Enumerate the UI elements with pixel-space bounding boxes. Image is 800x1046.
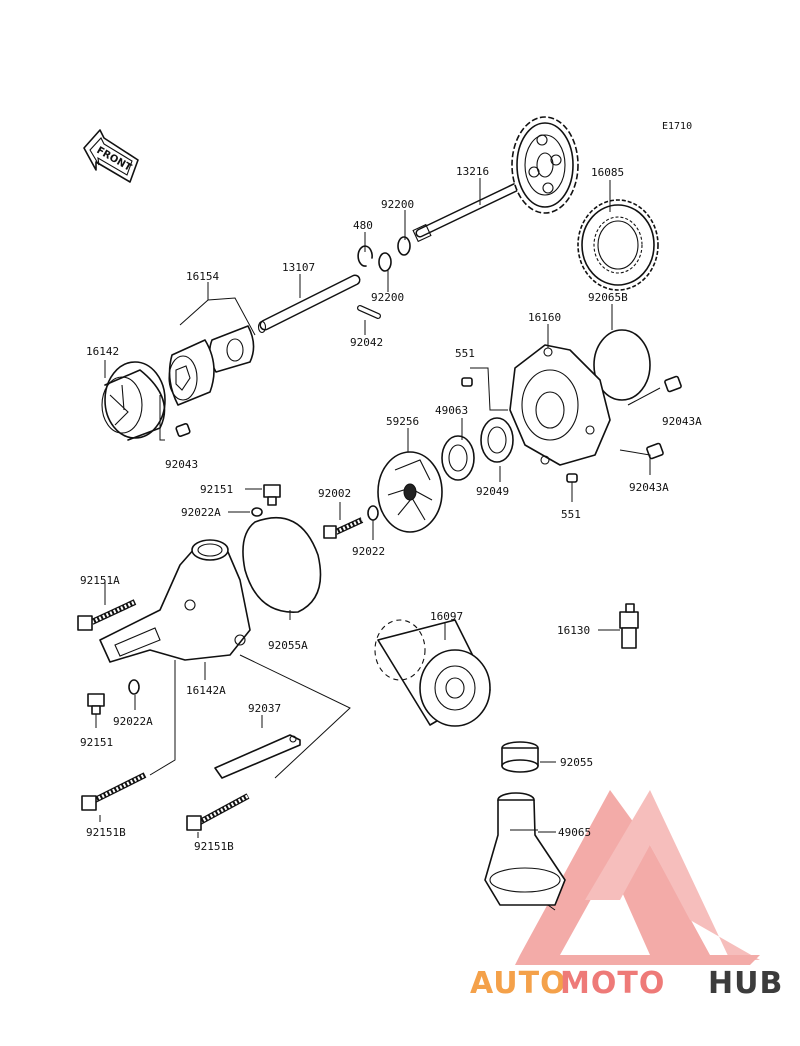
part-label: 92151B xyxy=(194,840,234,853)
part-label: 92055 xyxy=(560,756,593,769)
part-label: 16130 xyxy=(557,624,590,637)
part-label: 92043A xyxy=(629,481,669,494)
brand-hub: HUB xyxy=(708,966,783,1001)
dowel-92043 xyxy=(175,423,191,437)
pump-cover-16160 xyxy=(509,344,611,466)
part-label: 92043A xyxy=(662,415,702,428)
inner-rotor-16154 xyxy=(208,325,255,373)
part-label: 551 xyxy=(455,347,475,360)
bolt-92151a xyxy=(77,599,137,631)
sprocket-gear xyxy=(511,116,579,214)
part-label: 13216 xyxy=(456,165,489,178)
part-label: 92151 xyxy=(200,483,233,496)
part-label: 92151B xyxy=(86,826,126,839)
part-label: 13107 xyxy=(282,261,315,274)
watermark-logo xyxy=(515,790,760,965)
o-ring-92055a xyxy=(242,517,322,613)
fitting-92055 xyxy=(501,741,539,773)
part-label: 92037 xyxy=(248,702,281,715)
part-label: 92042 xyxy=(350,336,383,349)
part-label: 92022A xyxy=(181,506,221,519)
part-label: 480 xyxy=(353,219,373,232)
part-label: 92055A xyxy=(268,639,308,652)
part-label: 551 xyxy=(561,508,581,521)
dowel-92043a-upper xyxy=(664,375,682,393)
oil-pressure-switch-16130 xyxy=(619,603,639,649)
part-label: 92200 xyxy=(381,198,414,211)
bracket-92037 xyxy=(214,734,301,779)
part-label: 92049 xyxy=(476,485,509,498)
part-label: 49065 xyxy=(558,826,591,839)
part-labels: 13216 16085 92200 480 92200 13107 16154 … xyxy=(80,165,702,853)
oil-strainer-49065 xyxy=(484,792,566,906)
bolt-92002 xyxy=(323,517,364,539)
dowel-92043a-lower xyxy=(646,442,664,460)
seal-49063 xyxy=(441,435,475,481)
bolt-92151-lower xyxy=(87,693,105,715)
washer-92022a-lower xyxy=(128,679,140,695)
part-label: 92151 xyxy=(80,736,113,749)
o-ring-92065b xyxy=(593,329,651,401)
part-label: 92200 xyxy=(371,291,404,304)
brand-moto: MOTO xyxy=(560,966,665,1001)
part-label: 92022A xyxy=(113,715,153,728)
bolt-92151-upper xyxy=(263,484,281,506)
front-arrow-icon: FRONT xyxy=(83,129,139,183)
diagram-code: E1710 xyxy=(662,121,692,132)
watermark-brand: AUTO MOTO HUB xyxy=(470,966,783,1001)
washer-92022a-upper xyxy=(251,507,263,517)
pump-housing-16142 xyxy=(101,361,166,441)
part-label: 59256 xyxy=(386,415,419,428)
part-label: 92043 xyxy=(165,458,198,471)
part-label: 16154 xyxy=(186,270,219,283)
leader-lines xyxy=(95,178,661,911)
impeller-59256 xyxy=(377,451,443,533)
washer-92022 xyxy=(367,505,379,521)
pin-551-upper xyxy=(461,377,473,387)
brand-auto: AUTO xyxy=(470,966,567,1001)
part-label: 92022 xyxy=(352,545,385,558)
bolt-92151b-left xyxy=(81,772,147,811)
part-label: 16085 xyxy=(591,166,624,179)
gear-16085 xyxy=(577,199,659,291)
bolt-92151b-right xyxy=(186,793,250,831)
bearing-92049 xyxy=(480,417,514,463)
washer-92200-lower xyxy=(378,252,392,272)
pin-92042 xyxy=(357,305,381,319)
part-label: 92151A xyxy=(80,574,120,587)
part-label: 92065B xyxy=(588,291,628,304)
part-label: 16142A xyxy=(186,684,226,697)
shaft-13107 xyxy=(257,274,361,334)
part-label: 16097 xyxy=(430,610,463,623)
oil-filter-16097 xyxy=(374,619,491,727)
part-label: 16160 xyxy=(528,311,561,324)
part-label: 49063 xyxy=(435,404,468,417)
part-label: 92002 xyxy=(318,487,351,500)
pin-551-lower xyxy=(566,473,578,483)
outer-rotor xyxy=(168,339,215,406)
circlip-480 xyxy=(357,245,373,267)
washer-92200-upper xyxy=(397,236,411,256)
part-label: 16142 xyxy=(86,345,119,358)
pump-body-16142a xyxy=(99,539,251,663)
